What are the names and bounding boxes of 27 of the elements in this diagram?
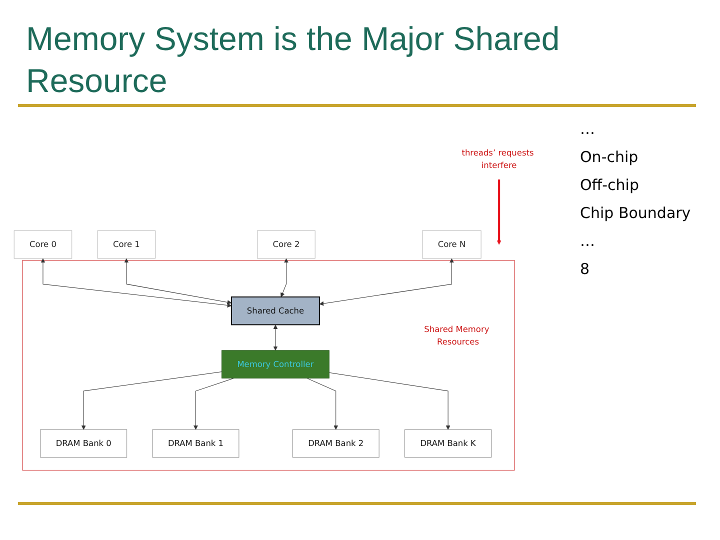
node-box: DRAM Bank 1 (152, 430, 240, 458)
node-box: DRAM Bank 0 (40, 430, 128, 458)
arrow (124, 258, 232, 305)
arrow (81, 372, 222, 430)
arrow (306, 378, 338, 430)
note-label: On-chip (580, 148, 640, 166)
note-label: Off-chip (580, 176, 640, 194)
note-label: 8 (580, 260, 591, 278)
slide-title: Memory System is the Major Shared Resource (26, 19, 561, 101)
node-box: Core 1 (97, 230, 156, 259)
node-box: DRAM Bank K (404, 430, 492, 458)
node-box: DRAM Bank 2 (292, 430, 380, 458)
node-box: Memory Controller (222, 350, 330, 379)
node-box: Core N (422, 230, 482, 259)
note-label: … (580, 232, 596, 250)
arrow (328, 372, 450, 430)
node-text: threads’ requests interfere (462, 148, 534, 170)
arrow (280, 258, 288, 298)
node-box: Core 2 (257, 230, 316, 259)
arrow (496, 180, 502, 246)
arrow (319, 258, 454, 306)
note-label: … (580, 120, 596, 138)
note-label: Chip Boundary (580, 204, 692, 222)
arrow (273, 325, 278, 351)
arrow (40, 258, 232, 308)
node-box: Core 0 (14, 230, 72, 259)
node-box: Shared Cache (230, 296, 320, 326)
